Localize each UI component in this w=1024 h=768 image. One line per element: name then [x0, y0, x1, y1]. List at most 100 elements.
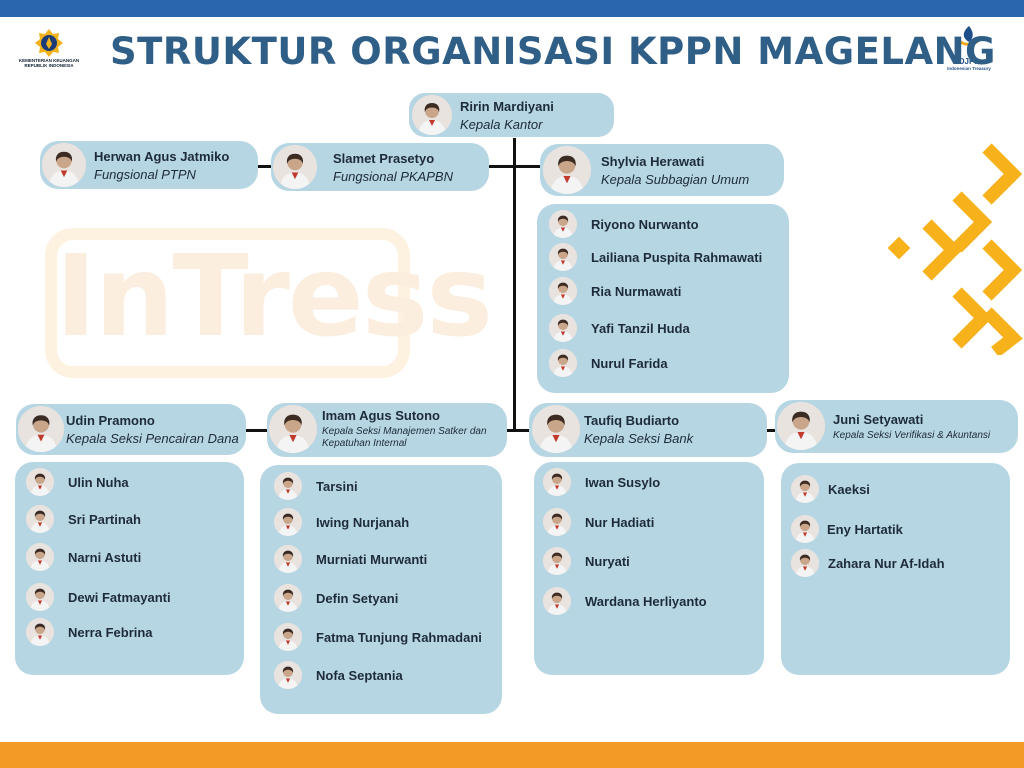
section-3-member: Iwan Susylo — [543, 468, 660, 496]
member-name: Wardana Herliyanto — [585, 593, 707, 609]
section-head-avatar-1 — [18, 406, 64, 452]
section-4-member: Zahara Nur Af-Idah — [791, 549, 945, 577]
bottom-color-bar — [0, 742, 1024, 768]
member-name: Defin Setyani — [316, 590, 399, 606]
umum-member: Lailiana Puspita Rahmawati — [549, 243, 762, 271]
member-name: Nur Hadiati — [585, 514, 655, 530]
person-icon — [274, 472, 302, 500]
member-avatar — [549, 349, 577, 377]
member-name: Narni Astuti — [68, 549, 142, 565]
umum-head-role: Kepala Subbagian Umum — [601, 171, 750, 187]
section-1-member: Ulin Nuha — [26, 468, 129, 496]
member-name: Fatma Tunjung Rahmadani — [316, 629, 482, 645]
section-3-member: Nuryati — [543, 547, 630, 575]
person-icon — [549, 277, 577, 305]
person-icon — [532, 405, 580, 453]
umum-member: Ria Nurmawati — [549, 277, 681, 305]
member-name: Nerra Febrina — [68, 624, 153, 640]
section-2-member: Fatma Tunjung Rahmadani — [274, 623, 482, 651]
umum-head-name: Shylvia Herawati — [601, 153, 705, 169]
section-2-member: Iwing Nurjanah — [274, 508, 409, 536]
member-avatar — [274, 661, 302, 689]
person-icon — [549, 243, 577, 271]
member-name: Ria Nurmawati — [591, 283, 682, 299]
member-avatar — [543, 547, 571, 575]
person-icon — [26, 543, 54, 571]
person-icon — [26, 583, 54, 611]
section-head-name-2: Imam Agus Sutono — [322, 408, 440, 423]
member-avatar — [791, 475, 819, 503]
section-members-card-4 — [781, 463, 1010, 675]
connector-sections-horizontal — [244, 429, 778, 432]
section-head-name-4: Juni Setyawati — [833, 411, 924, 427]
member-name: Iwan Susylo — [585, 474, 661, 490]
section-head-role-4: Kepala Seksi Verifikasi & Akuntansi — [833, 429, 991, 441]
person-icon — [543, 146, 591, 194]
person-icon — [42, 143, 86, 187]
person-icon — [274, 545, 302, 573]
section-head-name-3: Taufiq Budiarto — [584, 412, 680, 428]
member-avatar — [26, 583, 54, 611]
umum-member: Nurul Farida — [549, 349, 668, 377]
member-avatar — [549, 277, 577, 305]
member-avatar — [274, 584, 302, 612]
umum-members-card — [537, 204, 789, 393]
section-members-card-3 — [534, 462, 764, 675]
member-avatar — [274, 545, 302, 573]
member-avatar — [26, 468, 54, 496]
member-name: Nuryati — [585, 553, 630, 569]
top-color-bar — [0, 0, 1024, 17]
person-icon — [543, 508, 571, 536]
member-name: Kaeksi — [828, 481, 870, 497]
section-2-member: Tarsini — [274, 472, 358, 500]
watermark-frame — [45, 228, 410, 378]
djpb-logo-subtext: Indonesian Treasury — [947, 66, 991, 71]
section-4-member: Eny Hartatik — [791, 515, 903, 543]
member-avatar — [26, 618, 54, 646]
member-avatar — [549, 243, 577, 271]
member-avatar — [274, 623, 302, 651]
kemenkeu-logo-text: KEMENTERIAN KEUANGAN — [18, 58, 80, 63]
person-icon — [549, 314, 577, 342]
section-members-card-1 — [15, 462, 244, 675]
person-icon — [273, 145, 317, 189]
section-head-avatar-3 — [532, 405, 580, 453]
person-icon — [791, 549, 819, 577]
head-role: Kepala Kantor — [460, 116, 543, 132]
person-icon — [269, 405, 317, 453]
watermark-text: InTress — [55, 232, 493, 362]
member-name: Eny Hartatik — [827, 521, 903, 537]
section-4-member: Kaeksi — [791, 475, 870, 503]
person-icon — [26, 468, 54, 496]
person-icon — [26, 618, 54, 646]
umum-head-person: Shylvia Herawati Kepala Subbagian Umum — [543, 146, 749, 194]
functional-role-2: Fungsional PKAPBN — [333, 168, 453, 184]
member-name: Nofa Septania — [316, 667, 403, 683]
member-name: Iwing Nurjanah — [316, 514, 410, 530]
person-icon — [26, 505, 54, 533]
member-avatar — [549, 210, 577, 238]
section-1-member: Narni Astuti — [26, 543, 141, 571]
member-avatar — [543, 587, 571, 615]
djpb-emblem-icon — [956, 26, 983, 46]
person-icon — [549, 210, 577, 238]
functional-name-1: Herwan Agus Jatmiko — [94, 148, 230, 164]
member-name: Tarsini — [316, 478, 358, 494]
member-avatar — [274, 472, 302, 500]
section-2-member: Murniati Murwanti — [274, 545, 427, 573]
person-icon — [791, 515, 819, 543]
member-avatar — [549, 314, 577, 342]
section-head-person-1: Udin Pramono Kepala Seksi Pencairan Dana — [18, 406, 239, 452]
section-head-role-3: Kepala Seksi Bank — [584, 430, 694, 446]
section-3-member: Wardana Herliyanto — [543, 587, 707, 615]
djpb-logo-text: DJPb — [958, 57, 980, 66]
functional-person-1: Herwan Agus Jatmiko Fungsional PTPN — [42, 143, 229, 187]
head-avatar — [412, 95, 452, 135]
kemenkeu-emblem-icon — [35, 29, 63, 57]
section-head-avatar-4 — [777, 402, 825, 450]
member-avatar — [274, 508, 302, 536]
section-head-avatar-2 — [269, 405, 317, 453]
person-icon — [412, 95, 452, 135]
functional-name-2: Slamet Prasetyo — [333, 150, 435, 166]
connector-functional-right — [488, 165, 542, 168]
